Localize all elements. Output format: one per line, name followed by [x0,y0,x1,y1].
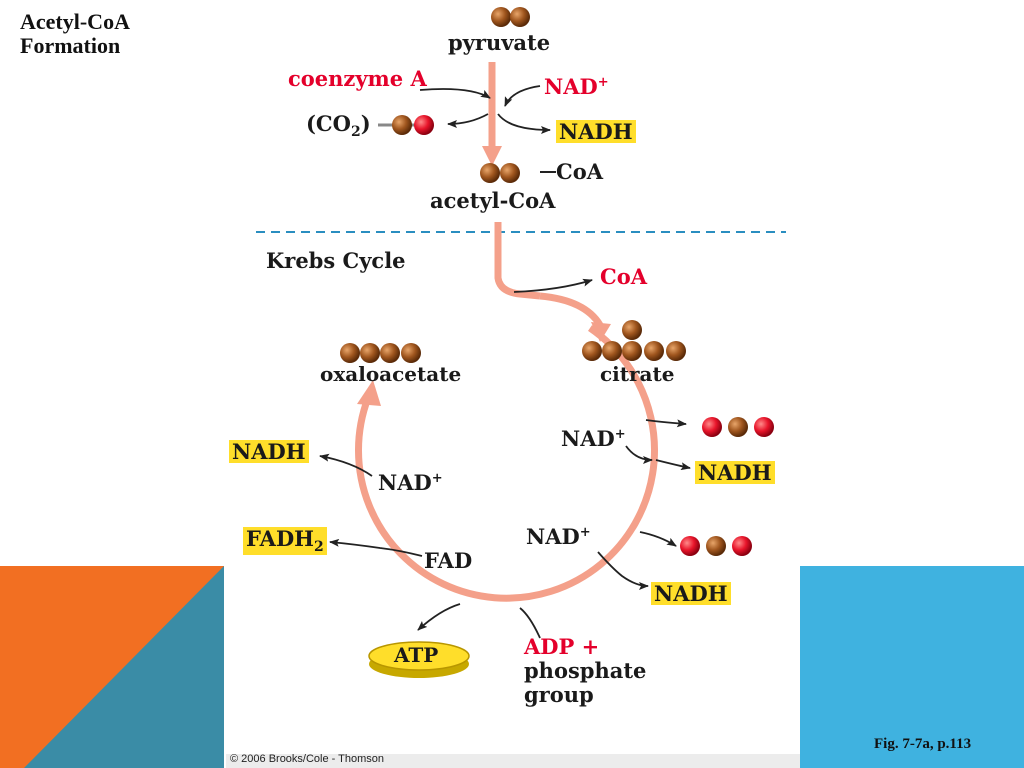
label-fad: FAD [424,548,473,573]
co2-molecule-right-1 [702,417,774,437]
label-nad-plus-right-1: NAD+ [561,426,626,451]
label-atp: ATP [394,643,439,667]
label-coenzyme-a: coenzyme A [288,66,427,91]
oxaloacetate-molecule [340,343,421,363]
corner-decoration-blue [800,566,1024,768]
label-oxaloacetate: oxaloacetate [320,362,462,386]
citrate-molecule [582,320,686,361]
label-acetyl-coa: acetyl-CoA [430,188,556,213]
label-nad-plus-left: NAD+ [378,470,443,495]
figure-reference: Fig. 7-7a, p.113 [874,736,972,752]
label-coa-released: CoA [600,264,648,289]
label-fadh2: FADH2 [243,527,327,555]
label-coa-attached: CoA [556,159,604,184]
section-title-krebs: Krebs Cycle [266,248,406,273]
label-nadh-left: NADH [229,440,309,463]
acetylcoa-to-cycle-arrow [494,222,541,300]
label-nadh-right-1: NADH [695,461,775,484]
label-citrate: citrate [600,362,675,386]
label-co2: (CO2) [306,111,371,140]
acetyl-coa-molecule [480,163,520,183]
krebs-cycle-arc [355,325,658,602]
label-nadh-right-2: NADH [651,582,731,605]
section-title-acetylcoa: Acetyl-CoA Formation [20,9,130,58]
label-nadh-top: NADH [556,120,636,143]
label-adp: ADP + [524,634,600,659]
footer-strip [226,754,800,768]
copyright-text: © 2006 Brooks/Cole - Thomson [230,753,385,765]
label-nad-plus-right-2: NAD+ [526,524,591,549]
label-nad-plus-top: NAD+ [544,74,609,99]
label-group: group [524,682,594,707]
label-pyruvate: pyruvate [448,30,551,55]
pyruvate-molecule [491,7,530,27]
label-phosphate: phosphate [524,658,647,683]
co2-molecule-top [378,115,434,135]
co2-molecule-right-2 [680,536,752,556]
